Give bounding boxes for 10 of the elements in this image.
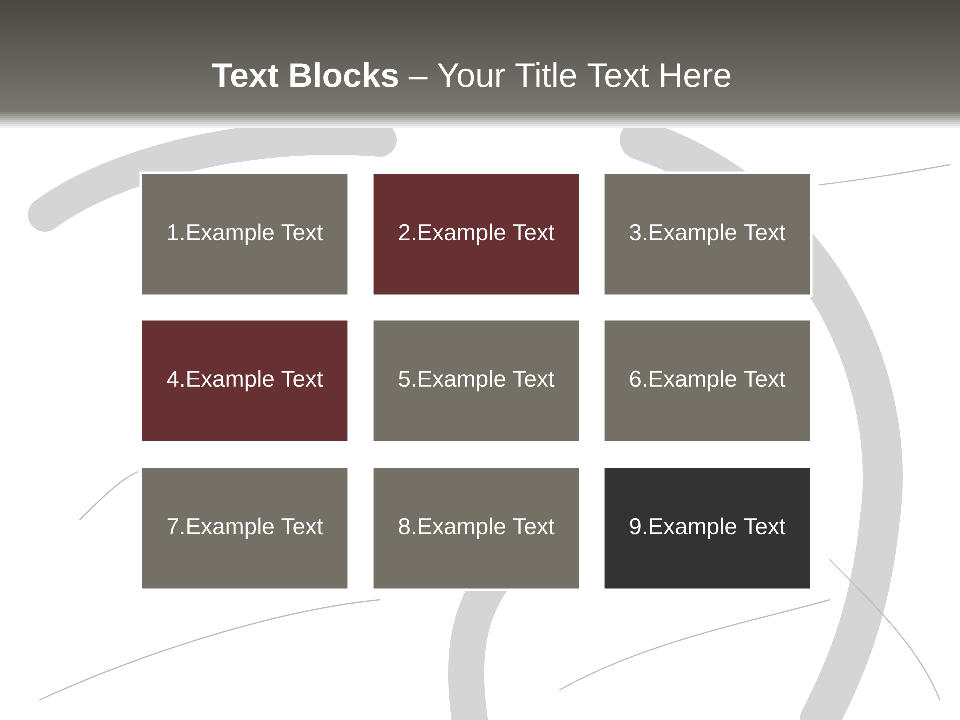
text-block: 7.Example Text [140, 466, 350, 592]
text-block: 1.Example Text [140, 172, 350, 298]
text-block: 3.Example Text [602, 172, 813, 298]
text-block: 5.Example Text [371, 318, 582, 444]
title-text: Text Blocks – Your Title Text Here [212, 62, 731, 88]
text-block: 2.Example Text [371, 172, 582, 298]
text-block: 4.Example Text [140, 318, 350, 444]
text-block: 6.Example Text [602, 318, 813, 444]
text-block: 9.Example Text [602, 466, 813, 592]
text-block: 8.Example Text [371, 466, 582, 592]
